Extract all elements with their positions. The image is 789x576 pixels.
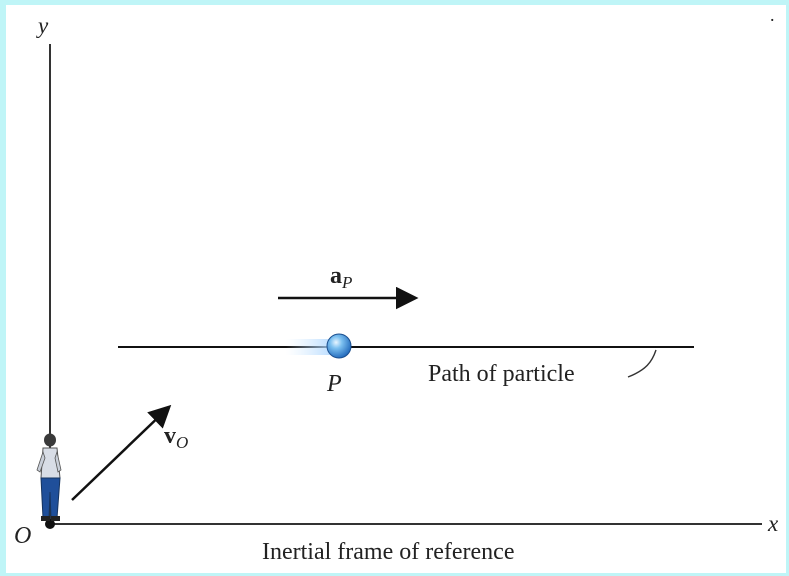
path-of-particle-label: Path of particle: [428, 361, 575, 387]
corner-mark: .: [770, 5, 775, 25]
y-axis-label: y: [38, 13, 49, 38]
standing-person-icon: [36, 433, 62, 521]
velocity-arrow: [71, 404, 172, 501]
velocity-subscript: O: [176, 433, 189, 452]
origin-label: O: [14, 523, 32, 549]
velocity-symbol: v: [164, 423, 176, 449]
particle-label: P: [327, 371, 342, 397]
inertial-frame-label: Inertial frame of reference: [262, 539, 515, 565]
acceleration-label: aP: [330, 264, 352, 291]
particle-sphere-icon: [326, 333, 352, 359]
acceleration-subscript: P: [342, 273, 353, 292]
particle-trail: [286, 339, 336, 355]
velocity-label: vO: [164, 424, 188, 451]
acceleration-symbol: a: [330, 263, 342, 289]
x-axis-label: x: [768, 511, 779, 536]
path-label-leader: [627, 349, 657, 378]
origin-dot: [45, 519, 55, 529]
